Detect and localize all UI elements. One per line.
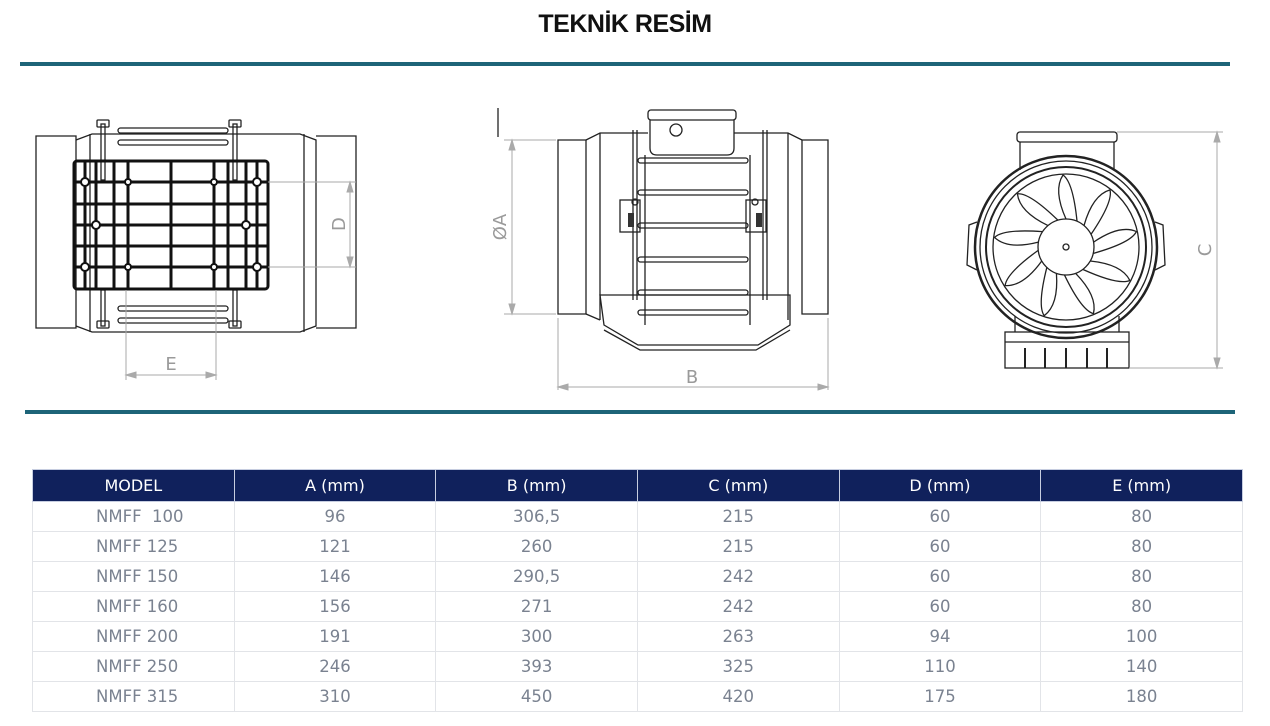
dimension-cell: 450 <box>435 681 638 712</box>
model-cell: NMFF 200 <box>32 621 235 652</box>
header-b: B (mm) <box>435 469 638 502</box>
dimension-cell: 290,5 <box>435 561 638 592</box>
side-view-drawing: C <box>966 130 1223 370</box>
header-a: A (mm) <box>233 469 437 502</box>
front-view-drawing: ØA B <box>490 108 830 391</box>
dimension-cell: 242 <box>636 561 840 592</box>
model-cell: NMFF 250 <box>32 651 235 682</box>
dimension-cell: 80 <box>1040 501 1243 532</box>
dimension-cell: 215 <box>636 531 840 562</box>
dimension-label-a: ØA <box>490 213 511 240</box>
dimension-label-c: C <box>1195 244 1216 257</box>
dimension-cell: 175 <box>838 681 1042 712</box>
dimension-cell: 393 <box>435 651 638 682</box>
page-title: TEKNİK RESİM <box>538 10 712 38</box>
dimension-cell: 60 <box>838 561 1042 592</box>
dimension-cell: 271 <box>435 591 638 622</box>
model-cell: NMFF 160 <box>32 591 235 622</box>
model-cell: NMFF 150 <box>32 561 235 592</box>
dimension-cell: 246 <box>233 651 437 682</box>
dimension-cell: 60 <box>838 591 1042 622</box>
dimension-cell: 191 <box>233 621 437 652</box>
dimension-cell: 96 <box>233 501 437 532</box>
dimension-cell: 263 <box>636 621 840 652</box>
header-e: E (mm) <box>1040 469 1243 502</box>
dimension-cell: 215 <box>636 501 840 532</box>
dimensions-table: MODEL A (mm) B (mm) C (mm) D (mm) E (mm)… <box>32 469 1243 712</box>
dimension-cell: 80 <box>1040 561 1243 592</box>
header-model: MODEL <box>32 469 235 502</box>
dimension-cell: 300 <box>435 621 638 652</box>
dimension-cell: 306,5 <box>435 501 638 532</box>
dimension-cell: 121 <box>233 531 437 562</box>
top-divider <box>20 62 1230 66</box>
dimension-cell: 310 <box>233 681 437 712</box>
dimension-cell: 80 <box>1040 591 1243 622</box>
dimension-cell: 420 <box>636 681 840 712</box>
dimension-label-d: D <box>329 217 350 231</box>
bottom-divider <box>25 410 1235 414</box>
model-cell: NMFF 125 <box>32 531 235 562</box>
dimension-cell: 156 <box>233 591 437 622</box>
dimension-cell: 325 <box>636 651 840 682</box>
dimension-cell: 94 <box>838 621 1042 652</box>
dimension-cell: 80 <box>1040 531 1243 562</box>
dimension-cell: 60 <box>838 531 1042 562</box>
dimension-cell: 100 <box>1040 621 1243 652</box>
table-header-row: MODEL A (mm) B (mm) C (mm) D (mm) E (mm) <box>32 469 1243 502</box>
model-cell: NMFF 100 <box>32 501 235 532</box>
model-cell: NMFF 315 <box>32 681 235 712</box>
fan-blades <box>993 174 1140 320</box>
dimension-cell: 146 <box>233 561 437 592</box>
dimension-cell: 140 <box>1040 651 1243 682</box>
dimension-cell: 180 <box>1040 681 1243 712</box>
dimension-label-b: B <box>686 367 698 388</box>
dimension-cell: 260 <box>435 531 638 562</box>
dimension-label-e: E <box>165 354 176 375</box>
dimension-cell: 60 <box>838 501 1042 532</box>
bottom-view-drawing: D E <box>35 119 357 380</box>
header-d: D (mm) <box>838 469 1042 502</box>
dimension-cell: 242 <box>636 591 840 622</box>
header-c: C (mm) <box>636 469 840 502</box>
dimension-cell: 110 <box>838 651 1042 682</box>
